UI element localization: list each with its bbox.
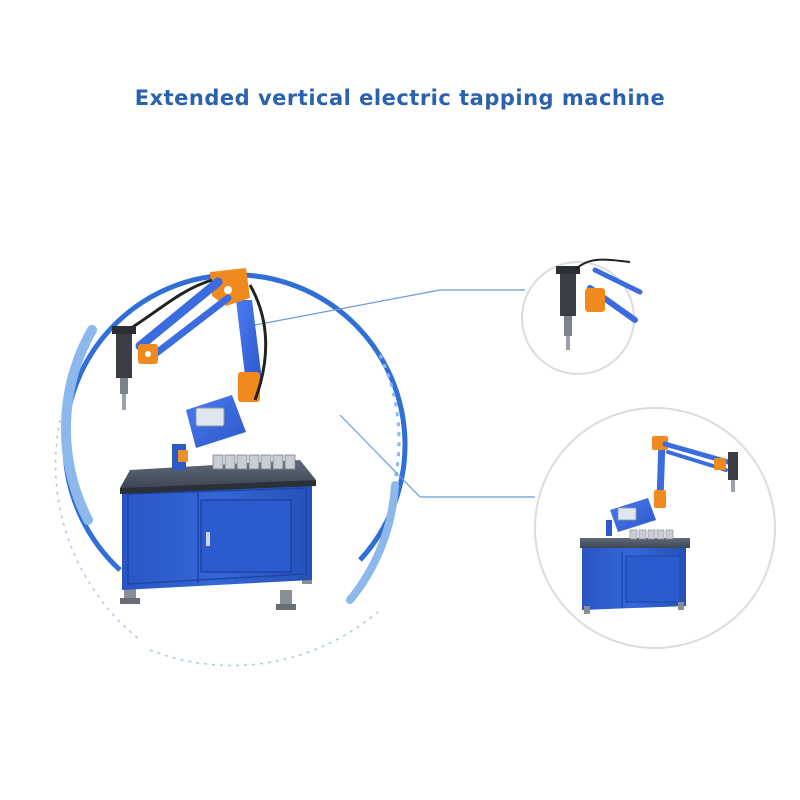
callout-lines (254, 289, 535, 498)
page-title: Extended vertical electric tapping machi… (134, 86, 666, 110)
main-machine (112, 268, 316, 610)
inset-closeup (521, 258, 643, 375)
inset-full-view (534, 407, 776, 649)
